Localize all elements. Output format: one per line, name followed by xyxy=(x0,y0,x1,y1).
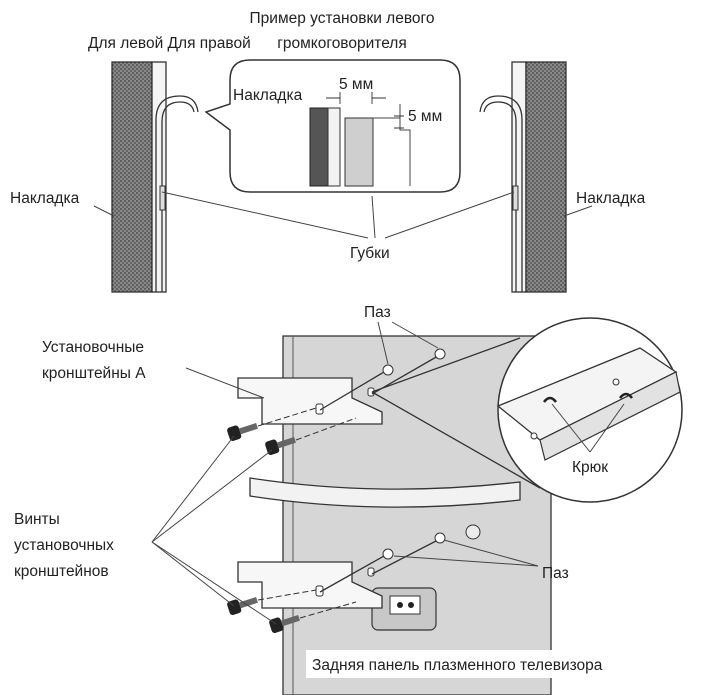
screws-label-line1: Винты xyxy=(14,511,60,528)
detail-callout xyxy=(204,59,461,193)
inset-pad-strip xyxy=(309,107,329,187)
hook-1 xyxy=(543,396,557,403)
hook-magnifier xyxy=(371,317,683,503)
bottom-leader-lines xyxy=(151,321,625,625)
pad-left-label: Накладка xyxy=(10,190,80,207)
title-line2: громкоговорителя xyxy=(277,35,407,52)
groove-label-bottom: Паз xyxy=(542,565,569,582)
brackets-label-line2: кронштейны A xyxy=(42,365,146,382)
screws-label-line3: кронштейнов xyxy=(14,563,109,580)
lower-bracket xyxy=(237,561,383,609)
dim-vertical: 5 мм xyxy=(408,108,442,125)
hook-2 xyxy=(619,392,633,399)
dim-horizontal: 5 мм xyxy=(339,76,373,93)
speaker-cable xyxy=(249,477,521,508)
title-line1: Пример установки левого xyxy=(250,10,435,27)
groove-label-top: Паз xyxy=(364,304,391,321)
top-leader-lines xyxy=(93,191,593,239)
mounting-screws xyxy=(227,422,300,633)
hook-label: Крюк xyxy=(572,459,608,476)
tv-back-label-bg xyxy=(306,650,706,678)
inset-pad-label: Накладка xyxy=(233,87,303,104)
right-speaker xyxy=(479,61,567,293)
left-right-label: Для левой Для правой xyxy=(88,35,251,52)
tv-back-label: Задняя панель плазменного телевизора xyxy=(312,657,603,674)
brackets-label-line1: Установочные xyxy=(42,339,144,356)
upper-bracket xyxy=(237,377,383,425)
left-speaker xyxy=(111,61,199,293)
screws-label-line2: установочных xyxy=(14,537,114,554)
inset-sponge xyxy=(344,117,374,187)
sponges-label: Губки xyxy=(350,245,390,262)
pad-right-label: Накладка xyxy=(576,190,646,207)
